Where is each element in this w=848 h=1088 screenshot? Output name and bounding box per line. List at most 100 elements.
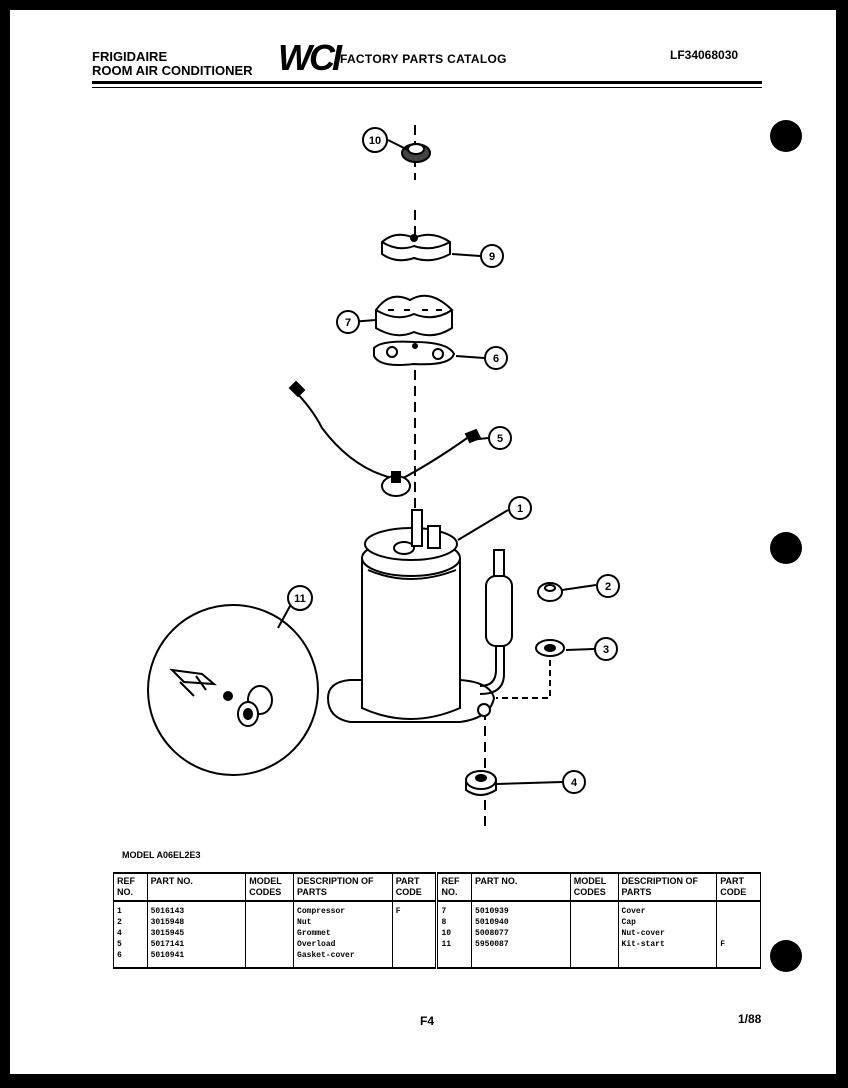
ref-cell: 1 [113, 901, 148, 917]
desc-cell: Cap [617, 917, 718, 928]
nut-part [537, 582, 563, 602]
code-cell: F [716, 939, 761, 950]
catalog-page: FRIGIDAIRE ROOM AIR CONDITIONER WCI FACT… [10, 10, 836, 1074]
code-cell [391, 917, 438, 928]
callout-9: 9 [480, 244, 504, 268]
ref-cell: 4 [113, 928, 148, 939]
part-cell: 5010939 [471, 901, 571, 917]
compressor-part [326, 509, 513, 723]
model-cell [245, 939, 295, 950]
code-cell [716, 901, 761, 917]
table-header-row: REF NO. PART NO. MODEL CODES DESCRIPTION… [113, 872, 761, 902]
callout-7: 7 [336, 310, 360, 334]
part-cell: 5950087 [471, 939, 571, 950]
callout-4: 4 [562, 770, 586, 794]
model-cell [245, 901, 295, 917]
brand-block: FRIGIDAIRE ROOM AIR CONDITIONER [92, 50, 253, 78]
svg-text:10: 10 [369, 135, 381, 147]
ref-cell: 6 [113, 950, 148, 969]
start-kit-detail [147, 604, 319, 776]
desc-cell [617, 950, 718, 969]
callout-6: 6 [484, 346, 508, 370]
model-cell [569, 928, 619, 939]
exploded-parts-diagram: 10 9 7 6 5 1 2 [147, 125, 620, 830]
ref-cell: 5 [113, 939, 148, 950]
model-cell [569, 950, 619, 969]
model-cell [245, 928, 295, 939]
catalog-code: LF34068030 [670, 48, 739, 62]
svg-text:4: 4 [571, 777, 578, 789]
desc-cell: Gasket-cover [293, 950, 393, 969]
table-row: 5 5017141 Overload 11 5950087 Kit-start … [113, 939, 761, 950]
punch-hole-icon [770, 532, 802, 564]
cover-part [374, 294, 454, 337]
grommet-part [465, 770, 497, 796]
table-row: 6 5010941 Gasket-cover [113, 950, 761, 969]
part-cell [471, 950, 571, 969]
callout-3: 3 [594, 637, 618, 661]
wci-logo: WCI [278, 37, 342, 78]
callout-10: 10 [362, 127, 388, 153]
ref-cell [435, 950, 473, 969]
part-cell: 5008077 [471, 928, 571, 939]
col-description: DESCRIPTION OF PARTS [617, 872, 718, 902]
model-cell [245, 950, 295, 969]
code-cell [716, 917, 761, 928]
model-label: MODEL A06EL2E3 [122, 850, 201, 860]
punch-hole-icon [770, 940, 802, 972]
col-ref: REF NO. [435, 872, 473, 902]
ref-cell: 2 [113, 917, 148, 928]
nut-cover-part [401, 143, 431, 163]
code-cell [716, 950, 761, 969]
model-cell [245, 917, 295, 928]
desc-cell: Grommet [293, 928, 393, 939]
desc-cell: Nut [293, 917, 393, 928]
ref-cell: 11 [435, 939, 473, 950]
col-ref: REF NO. [113, 872, 148, 902]
model-cell [569, 917, 619, 928]
cap-part [381, 233, 451, 262]
svg-text:5: 5 [497, 433, 503, 445]
svg-text:9: 9 [489, 251, 495, 263]
model-cell [569, 939, 619, 950]
part-cell: 5010940 [471, 917, 571, 928]
code-cell [391, 950, 438, 969]
desc-cell: Nut-cover [617, 928, 718, 939]
header-rule-thin [92, 87, 762, 88]
product-line: ROOM AIR CONDITIONER [92, 63, 253, 78]
col-model-codes: MODEL CODES [245, 872, 295, 902]
code-cell: F [391, 901, 438, 917]
part-cell: 3015945 [146, 928, 247, 939]
table-row: 4 3015945 Grommet 10 5008077 Nut-cover [113, 928, 761, 939]
gasket-part [373, 340, 456, 366]
table-row: 1 5016143 Compressor F 7 5010939 Cover [113, 901, 761, 917]
svg-text:7: 7 [345, 317, 351, 329]
col-description: DESCRIPTION OF PARTS [293, 872, 393, 902]
ref-cell: 8 [435, 917, 473, 928]
code-cell [391, 928, 438, 939]
part-cell: 3015948 [146, 917, 247, 928]
callout-11: 11 [287, 585, 313, 611]
callout-5: 5 [488, 426, 512, 450]
svg-text:6: 6 [493, 353, 499, 365]
col-part-code: PART CODE [716, 872, 761, 902]
svg-text:3: 3 [603, 644, 609, 656]
svg-text:1: 1 [517, 503, 523, 515]
model-cell [569, 901, 619, 917]
ref-cell: 10 [435, 928, 473, 939]
svg-text:11: 11 [294, 593, 306, 605]
revision-date: 1/88 [738, 1012, 762, 1026]
col-part: PART NO. [471, 872, 571, 902]
svg-text:2: 2 [605, 581, 611, 593]
col-part-code: PART CODE [391, 872, 438, 902]
overload-part [288, 380, 482, 497]
part-cell: 5016143 [146, 901, 247, 917]
desc-cell: Kit-start [617, 939, 718, 950]
col-model-codes: MODEL CODES [569, 872, 619, 902]
brand-name: FRIGIDAIRE [92, 49, 168, 64]
ref-cell: 7 [435, 901, 473, 917]
part-cell: 5010941 [146, 950, 247, 969]
desc-cell: Cover [617, 901, 718, 917]
catalog-title: FACTORY PARTS CATALOG [340, 52, 507, 66]
callout-2: 2 [596, 574, 620, 598]
